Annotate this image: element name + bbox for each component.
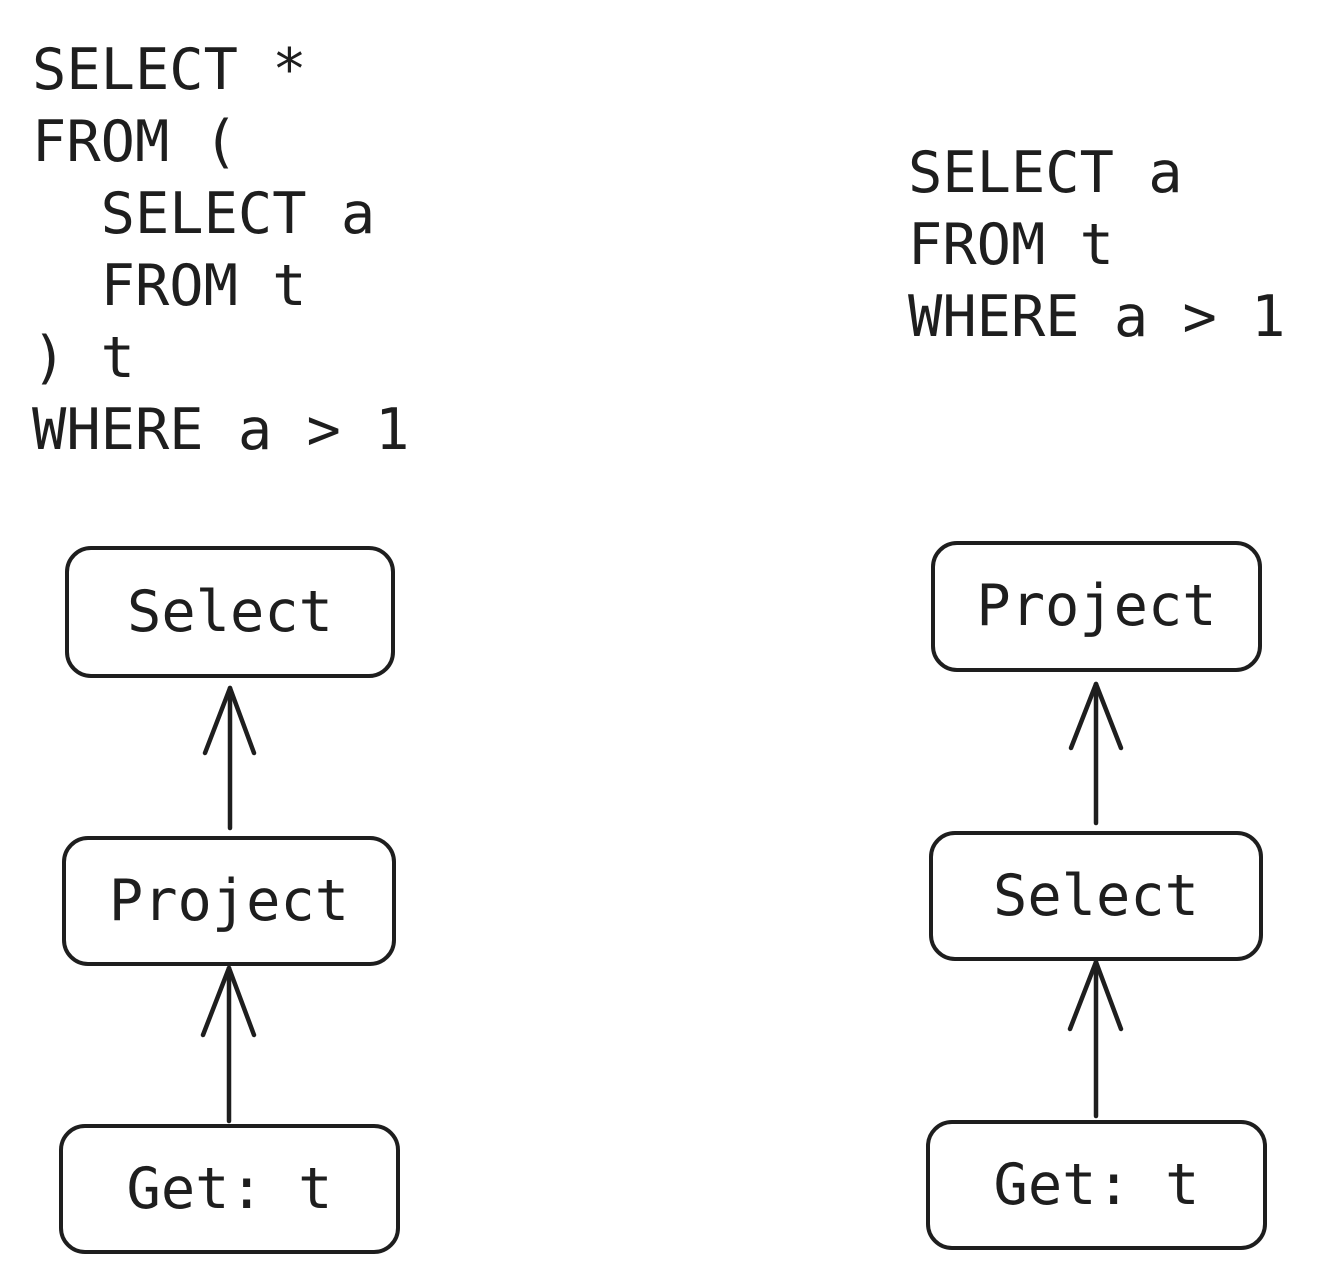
node-label: Project xyxy=(108,867,350,934)
right-arrow-select-to-project xyxy=(1068,681,1124,826)
left-arrow-project-to-select xyxy=(202,685,257,831)
sql-line: SELECT a xyxy=(32,181,376,247)
sql-line: FROM t xyxy=(908,212,1114,278)
right-plan-node-project: Project xyxy=(931,541,1262,672)
node-label: Select xyxy=(993,862,1199,929)
left-plan-node-get: Get: t xyxy=(59,1124,400,1254)
sql-line: ) t xyxy=(32,325,135,391)
right-plan-node-get: Get: t xyxy=(926,1120,1267,1250)
sql-line: FROM t xyxy=(32,253,307,319)
right-plan-node-select: Select xyxy=(929,831,1263,961)
sql-line: SELECT a xyxy=(908,140,1183,206)
right-arrow-get-to-select xyxy=(1067,959,1124,1119)
sql-line: WHERE a > 1 xyxy=(908,284,1286,350)
sql-line: SELECT * xyxy=(32,37,307,103)
left-plan-node-project: Project xyxy=(62,836,396,966)
node-label: Project xyxy=(976,573,1217,639)
sql-line: WHERE a > 1 xyxy=(32,397,410,463)
node-label: Select xyxy=(127,578,333,645)
sql-line: FROM ( xyxy=(32,109,238,175)
left-plan-node-select: Select xyxy=(65,546,395,678)
left-arrow-get-to-project xyxy=(200,965,257,1124)
node-label: Get: t xyxy=(993,1151,1200,1218)
node-label: Get: t xyxy=(126,1155,333,1222)
